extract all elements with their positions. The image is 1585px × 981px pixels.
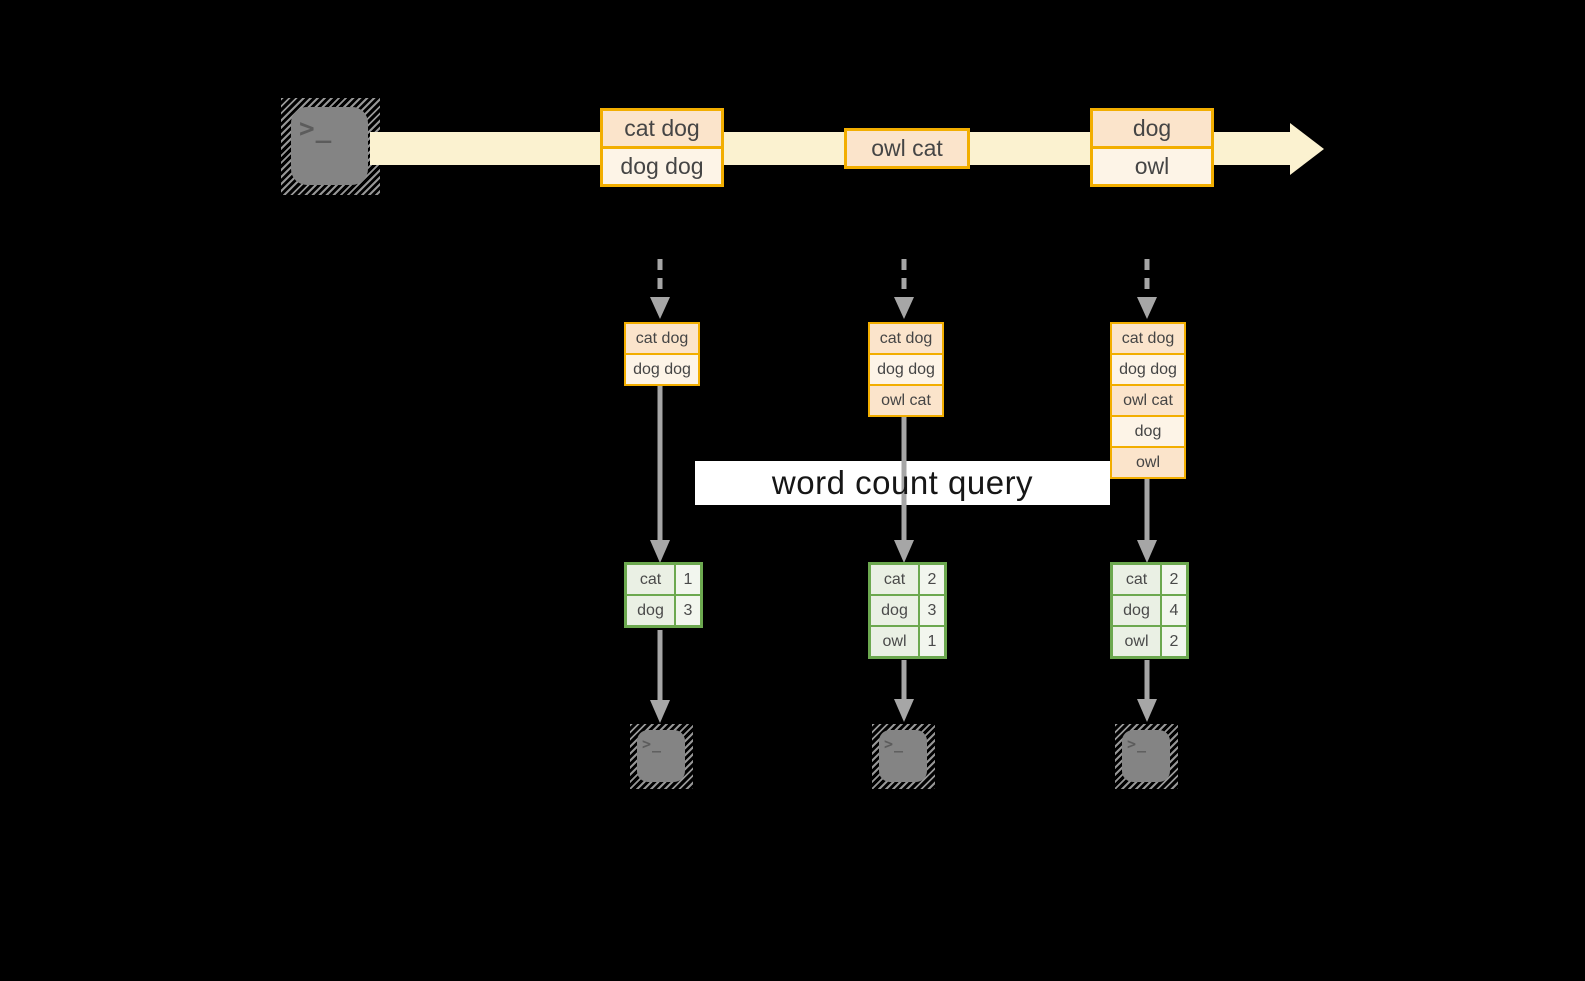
terminal-sink-icon-3: >_ (1115, 724, 1178, 789)
flow-arrow-3 (1137, 479, 1157, 563)
terminal-sink-icon-1: >_ (630, 724, 693, 789)
event-line: owl (1093, 149, 1211, 184)
buffer-line: cat dog (626, 324, 698, 353)
count-word: owl (871, 627, 918, 656)
count-value: 1 (920, 627, 944, 656)
flow-arrow-1 (650, 386, 670, 563)
count-value: 2 (1162, 627, 1186, 656)
sink-arrow-1 (650, 630, 670, 723)
table-row: owl 2 (1113, 627, 1186, 656)
buffer-line: owl cat (1112, 386, 1184, 415)
buffer-line: dog dog (870, 355, 942, 384)
count-word: cat (1113, 565, 1160, 594)
timeline-event-3: dog owl (1090, 108, 1214, 187)
buffer-line: cat dog (1112, 324, 1184, 353)
terminal-icon-body (1122, 730, 1170, 782)
count-value: 4 (1162, 596, 1186, 625)
dashed-arrow-1 (650, 259, 670, 319)
count-word: owl (1113, 627, 1160, 656)
dashed-arrow-3 (1137, 259, 1157, 319)
table-row: owl 1 (871, 627, 944, 656)
terminal-prompt-glyph: >_ (1127, 735, 1148, 753)
buffer-line: dog dog (626, 355, 698, 384)
count-table-2: cat 2 dog 3 owl 1 (868, 562, 947, 659)
buffer-stack-1: cat dog dog dog (624, 322, 700, 386)
count-table-1: cat 1 dog 3 (624, 562, 703, 628)
count-word: dog (1113, 596, 1160, 625)
count-table-3: cat 2 dog 4 owl 2 (1110, 562, 1189, 659)
timeline-event-2: owl cat (844, 128, 970, 169)
event-line: dog (1093, 111, 1211, 146)
count-value: 2 (1162, 565, 1186, 594)
stream-arrowhead (1290, 123, 1324, 175)
query-label: word count query (771, 464, 1034, 501)
count-word: cat (627, 565, 674, 594)
dashed-arrow-2 (894, 259, 914, 319)
sink-arrow-3 (1137, 660, 1157, 722)
terminal-icon-body (879, 730, 927, 782)
table-row: dog 4 (1113, 596, 1186, 625)
event-line: cat dog (603, 111, 721, 146)
terminal-prompt-glyph: >_ (642, 735, 663, 753)
terminal-prompt-glyph: >_ (299, 114, 333, 144)
buffer-line: owl cat (870, 386, 942, 415)
terminal-prompt-glyph: >_ (884, 735, 905, 753)
buffer-line: cat dog (870, 324, 942, 353)
table-row: dog 3 (871, 596, 944, 625)
count-value: 3 (920, 596, 944, 625)
terminal-sink-icon-2: >_ (872, 724, 935, 789)
timeline-event-1: cat dog dog dog (600, 108, 724, 187)
count-value: 2 (920, 565, 944, 594)
count-value: 1 (676, 565, 700, 594)
terminal-source-icon: >_ (281, 98, 380, 195)
count-word: dog (871, 596, 918, 625)
table-row: cat 2 (871, 565, 944, 594)
sink-arrow-2 (894, 660, 914, 722)
buffer-line: dog (1112, 417, 1184, 446)
count-word: dog (627, 596, 674, 625)
table-row: dog 3 (627, 596, 700, 625)
buffer-stack-3: cat dog dog dog owl cat dog owl (1110, 322, 1186, 479)
count-word: cat (871, 565, 918, 594)
event-line: dog dog (603, 149, 721, 184)
event-line: owl cat (847, 131, 967, 166)
terminal-icon-body (637, 730, 685, 782)
table-row: cat 1 (627, 565, 700, 594)
flow-arrow-2 (894, 417, 914, 563)
buffer-line: owl (1112, 448, 1184, 477)
buffer-stack-2: cat dog dog dog owl cat (868, 322, 944, 417)
terminal-icon-body (291, 107, 368, 185)
table-row: cat 2 (1113, 565, 1186, 594)
buffer-line: dog dog (1112, 355, 1184, 384)
count-value: 3 (676, 596, 700, 625)
